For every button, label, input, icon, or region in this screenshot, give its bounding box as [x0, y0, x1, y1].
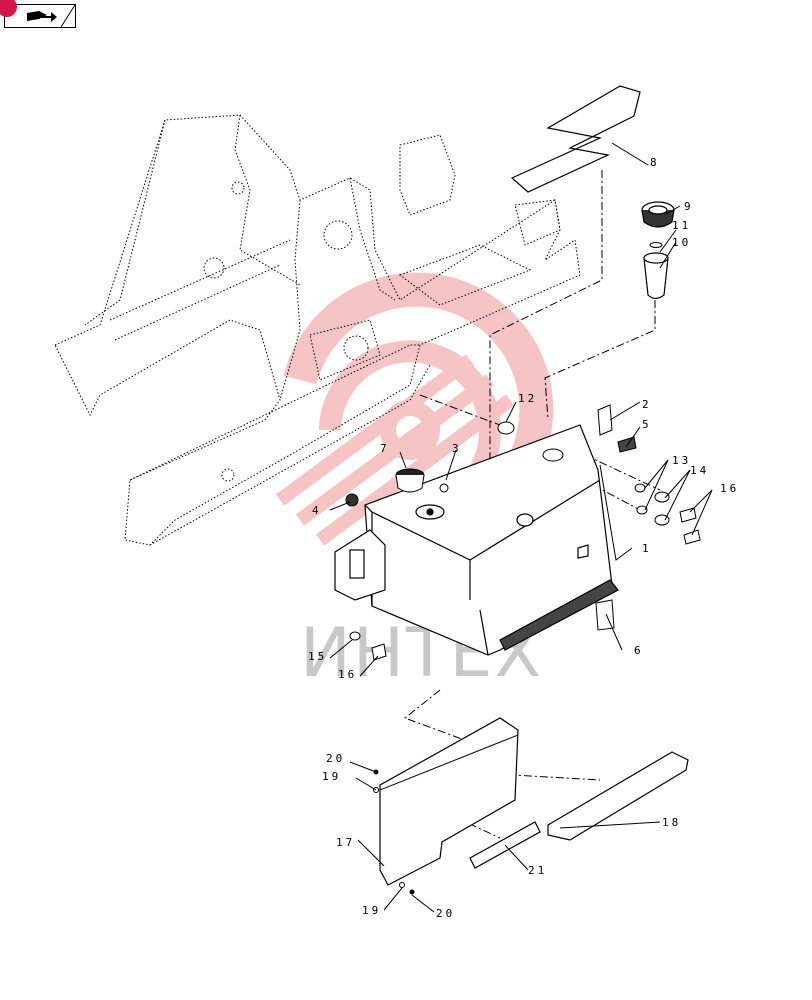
callout-10: 10 — [672, 236, 691, 249]
part-5-label — [617, 436, 637, 453]
callout-leaders — [329, 142, 713, 913]
callout-13: 13 — [672, 454, 691, 467]
toolbar-nav-button[interactable] — [0, 0, 76, 28]
callout-11: 11 — [672, 219, 691, 232]
callout-7: 7 — [380, 442, 390, 455]
part-17-cover — [379, 717, 519, 886]
callout-17: 17 — [336, 836, 355, 849]
callout-15: 15 — [308, 650, 327, 663]
part-4-fitting — [345, 493, 359, 507]
assembly-leaders — [403, 170, 661, 839]
part-1-fuel-tank — [334, 424, 619, 656]
part-10-strainer — [643, 257, 669, 300]
callout-19-bottom: 19 — [362, 904, 381, 917]
callout-3: 3 — [452, 442, 462, 455]
callout-16-left: 16 — [338, 668, 357, 681]
part-2-bracket — [597, 404, 613, 436]
callout-8: 8 — [650, 156, 660, 169]
part-18-step — [547, 751, 689, 841]
callout-19-top: 19 — [322, 770, 341, 783]
part-16-bolt — [371, 643, 387, 661]
callout-21: 21 — [528, 864, 547, 877]
part-15-washer — [349, 631, 361, 641]
neck — [542, 448, 564, 462]
part-8-mat — [510, 85, 641, 193]
callout-5: 5 — [642, 418, 652, 431]
callout-9: 9 — [684, 200, 694, 213]
notification-badge — [0, 0, 17, 17]
part-11-gasket — [649, 242, 663, 248]
callout-6: 6 — [634, 644, 644, 657]
part-9-filler-cap — [641, 201, 675, 228]
part-3-plug — [439, 483, 449, 493]
callout-18: 18 — [662, 816, 681, 829]
chassis-frame — [54, 114, 581, 546]
part-12-grommet — [497, 421, 515, 435]
callout-12: 12 — [518, 392, 537, 405]
callout-16-right: 16 — [720, 482, 739, 495]
callout-1: 1 — [642, 542, 652, 555]
watermark-logo — [275, 272, 554, 546]
callout-20-top: 20 — [326, 752, 345, 765]
callout-20-bottom: 20 — [436, 907, 455, 920]
callout-2: 2 — [642, 398, 652, 411]
callout-14: 14 — [690, 464, 709, 477]
callout-4: 4 — [312, 504, 322, 517]
book-arrow-icon — [27, 5, 75, 27]
